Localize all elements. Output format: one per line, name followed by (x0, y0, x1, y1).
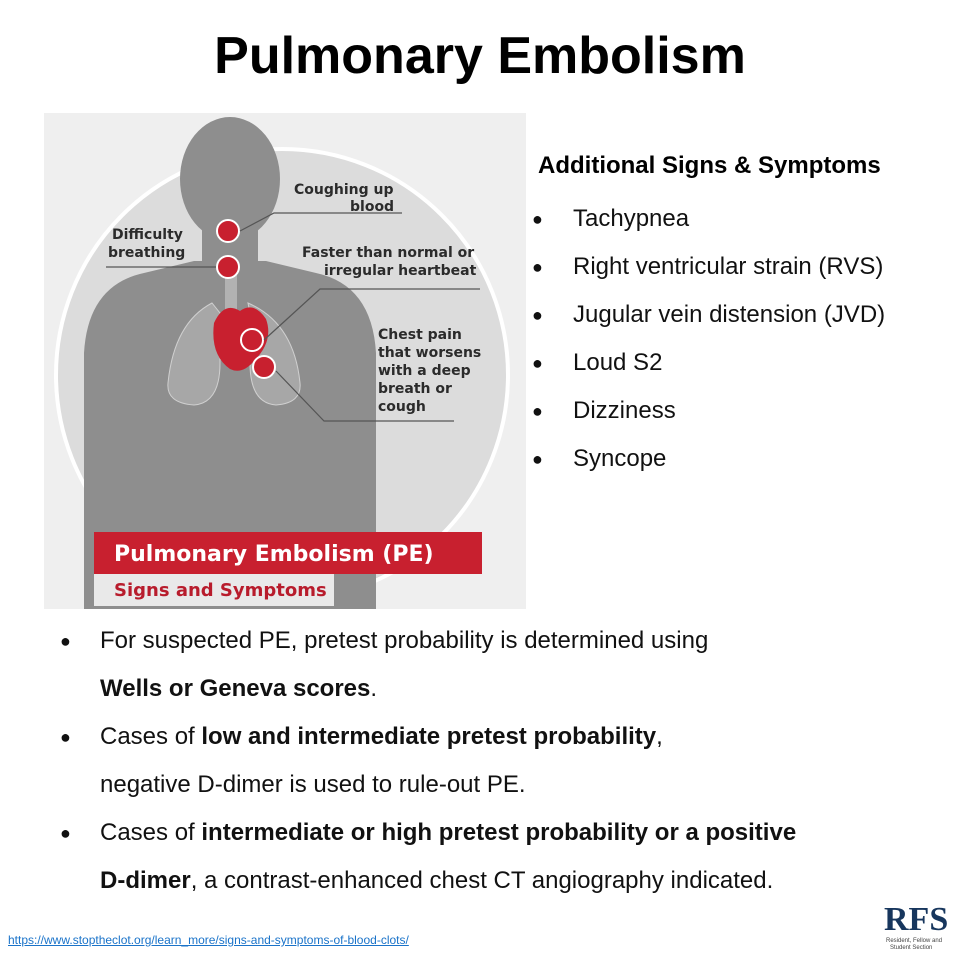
list-item-label: Syncope (573, 445, 667, 472)
list-item: ● Syncope (530, 437, 950, 485)
key-point-high: ● Cases of intermediate or high pretest … (58, 809, 918, 905)
label-chest-4: breath or (378, 381, 452, 397)
leader-coughing (239, 212, 402, 232)
bullet-icon: ● (532, 449, 543, 469)
label-heartbeat-2: irregular heartbeat (324, 263, 477, 279)
key-points-list: ● For suspected PE, pretest probability … (58, 617, 918, 905)
pe-illustration-graphic: Coughing up blood Difficulty breathing F… (54, 117, 510, 609)
key-point-text: , a contrast-enhanced chest CT angiograp… (190, 867, 774, 894)
list-item-label: Right ventricular strain (RVS) (573, 253, 884, 280)
banner (94, 532, 482, 574)
side-heading: Additional Signs & Symptoms (538, 152, 881, 179)
marker-heartbeat (240, 328, 264, 352)
key-point-text: . (370, 675, 378, 702)
list-item-label: Tachypnea (573, 205, 690, 232)
key-point-pretest: ● For suspected PE, pretest probability … (58, 617, 918, 713)
list-item: ● Right ventricular strain (RVS) (530, 245, 950, 293)
leader-chest-pain (275, 370, 454, 422)
key-point-bold: Wells or Geneva scores (100, 675, 371, 702)
key-point-text: Cases of (100, 819, 202, 846)
page-title: Pulmonary Embolism (214, 27, 746, 85)
key-point-bold: low and intermediate pretest probability (201, 723, 657, 750)
silhouette-torso (84, 261, 376, 609)
marker-breathing (216, 255, 240, 279)
label-heartbeat-1: Faster than normal or (302, 245, 474, 261)
bullet-icon: ● (532, 353, 543, 373)
key-point-text: Cases of (100, 723, 202, 750)
banner-subtitle: Signs and Symptoms (114, 580, 327, 601)
label-chest-3: with a deep (378, 363, 471, 379)
list-item: ● Tachypnea (530, 197, 950, 245)
leader-heartbeat (263, 288, 480, 341)
banner-title: Pulmonary Embolism (PE) (114, 542, 434, 567)
list-item: ● Jugular vein distension (JVD) (530, 293, 950, 341)
list-item-label: Loud S2 (573, 349, 663, 376)
symptom-list: ● Tachypnea ● Right ventricular strain (RV… (530, 197, 950, 485)
source-link[interactable]: https://www.stoptheclot.org/learn_more/s… (8, 933, 409, 947)
label-coughing-1: Coughing up (294, 182, 394, 198)
label-chest-2: that worsens (378, 345, 481, 361)
key-point-text: For suspected PE, pretest probability is… (100, 627, 709, 654)
key-point-text: negative D-dimer is used to rule-out PE. (100, 771, 526, 798)
bullet-icon: ● (60, 631, 71, 651)
bullet-icon: ● (60, 823, 71, 843)
bullet-icon: ● (60, 727, 71, 747)
key-point-low-intermediate: ● Cases of low and intermediate pretest … (58, 713, 918, 809)
list-item: ● Dizziness (530, 389, 950, 437)
label-chest-1: Chest pain (378, 327, 462, 343)
bullet-icon: ● (532, 305, 543, 325)
left-lung (167, 302, 221, 406)
key-point-text: , (656, 723, 663, 750)
logo-subtitle-1: Resident, Fellow and (886, 938, 942, 944)
key-point-bold: intermediate or high pretest probability… (201, 819, 797, 846)
label-chest-5: cough (378, 399, 426, 415)
marker-chest-pain (252, 355, 276, 379)
marker-coughing (216, 219, 240, 243)
label-difficulty-1: Difficulty (112, 227, 183, 243)
list-item-label: Dizziness (573, 397, 676, 424)
list-item: ● Loud S2 (530, 341, 950, 389)
pe-illustration: Coughing up blood Difficulty breathing F… (44, 113, 526, 609)
label-coughing-2: blood (350, 199, 394, 215)
list-item-label: Jugular vein distension (JVD) (573, 301, 886, 328)
bullet-icon: ● (532, 257, 543, 277)
logo-subtitle-2: Student Section (890, 945, 932, 951)
label-difficulty-2: breathing (108, 245, 185, 261)
bullet-icon: ● (532, 401, 543, 421)
key-point-bold: D-dimer (100, 867, 191, 894)
silhouette-head (180, 117, 280, 241)
rfs-logo: RFS Resident, Fellow and Student Section (884, 901, 948, 951)
bullet-icon: ● (532, 209, 543, 229)
logo-text: RFS (884, 901, 948, 938)
banner-subtitle-box (94, 574, 334, 606)
